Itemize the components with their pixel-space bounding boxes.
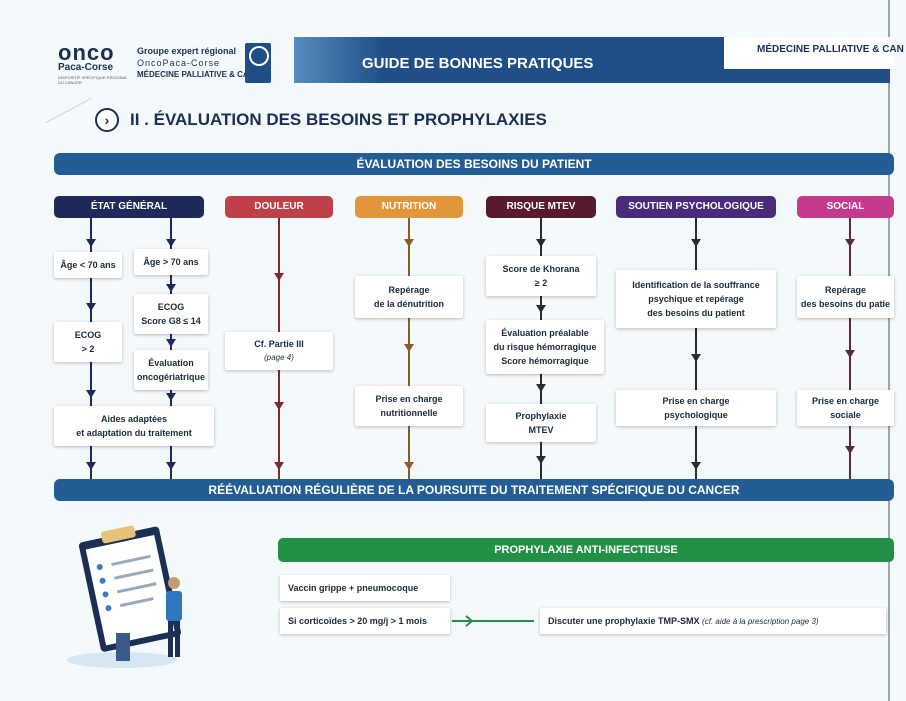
section-title: II . ÉVALUATION DES BESOINS ET PROPHYLAX… — [130, 110, 547, 129]
badge-circle-icon — [249, 46, 269, 66]
arrow-down-icon — [274, 462, 284, 470]
arrow-down-icon — [536, 239, 546, 247]
box-cf-partie-iii: Cf. Partie III(page 4) — [225, 332, 333, 370]
decorative-line — [45, 97, 93, 123]
arrow-down-icon — [536, 384, 546, 392]
page-edge — [888, 0, 890, 701]
etat-right-line — [170, 218, 172, 480]
prophylaxie-bar: PROPHYLAXIE ANTI-INFECTIEUSE — [278, 538, 894, 562]
box-vaccin: Vaccin grippe + pneumocoque — [280, 575, 450, 601]
arrow-down-icon — [845, 446, 855, 454]
box-corticoides: Si corticoïdes > 20 mg/j > 1 mois — [280, 608, 450, 634]
arrow-down-icon — [845, 350, 855, 358]
arrow-down-icon — [166, 284, 176, 292]
guide-title: GUIDE DE BONNES PRATIQUES — [362, 55, 594, 72]
banner-tab — [724, 37, 894, 69]
arrow-down-icon — [86, 462, 96, 470]
arrow-down-icon — [166, 339, 176, 347]
reevaluation-bar: RÉÉVALUATION RÉGULIÈRE DE LA POURSUITE D… — [54, 479, 894, 501]
onco-logo-sub: Paca-Corse — [58, 62, 114, 73]
category-soutien: SOUTIEN PSYCHOLOGIQUE — [616, 196, 776, 218]
category-mtev: RISQUE MTEV — [486, 196, 596, 218]
arrow-down-icon — [691, 354, 701, 362]
box-discuter-prophylaxie: Discuter une prophylaxie TMP-SMX (cf. ai… — [540, 608, 886, 634]
onco-logo: onco — [58, 40, 115, 65]
onco-logo-tagline: DISPOSITIF SPÉCIFIQUE RÉGIONAL DU CANCER — [58, 75, 128, 85]
arrow-down-icon — [404, 239, 414, 247]
evaluation-bar: ÉVALUATION DES BESOINS DU PATIENT — [54, 153, 894, 175]
box-age-gt70: Âge > 70 ans — [134, 249, 208, 275]
soutien-line — [695, 218, 697, 480]
arrow-down-icon — [274, 273, 284, 281]
arrow-down-icon — [404, 462, 414, 470]
group-line-2: OncoPaca-Corse — [137, 58, 221, 68]
box-ecog: ECOG> 2 — [54, 322, 122, 362]
arrow-right-icon — [452, 615, 534, 627]
arrow-down-icon — [166, 393, 176, 401]
arrow-down-icon — [536, 305, 546, 313]
arrow-down-icon — [404, 344, 414, 352]
arrow-down-icon — [86, 303, 96, 311]
box-score-khorana: Score de Khorana≥ 2 — [486, 256, 596, 296]
box-age-lt70: Âge < 70 ans — [54, 252, 122, 278]
group-line-3: MÉDECINE PALLIATIVE & CANCER — [137, 70, 272, 79]
arrow-down-icon — [691, 239, 701, 247]
category-etat-general: ÉTAT GÉNÉRAL — [54, 196, 204, 218]
chevron-right-icon: › — [95, 108, 119, 132]
arrow-down-icon — [86, 390, 96, 398]
group-line-1: Groupe expert régional — [137, 46, 237, 56]
arrow-down-icon — [845, 239, 855, 247]
arrow-down-icon — [166, 239, 176, 247]
category-nutrition: NUTRITION — [355, 196, 463, 218]
category-social: SOCIAL — [797, 196, 894, 218]
clipboard-doctor-icon — [67, 525, 182, 668]
arrow-down-icon — [274, 402, 284, 410]
banner-tab-label: MÉDECINE PALLIATIVE & CAN — [757, 44, 904, 55]
social-line — [849, 218, 851, 480]
arrow-down-icon — [691, 462, 701, 470]
arrow-down-icon — [86, 239, 96, 247]
banner-shine — [294, 37, 384, 83]
category-douleur: DOULEUR — [225, 196, 333, 218]
arrow-down-icon — [536, 456, 546, 464]
arrow-down-icon — [166, 462, 176, 470]
